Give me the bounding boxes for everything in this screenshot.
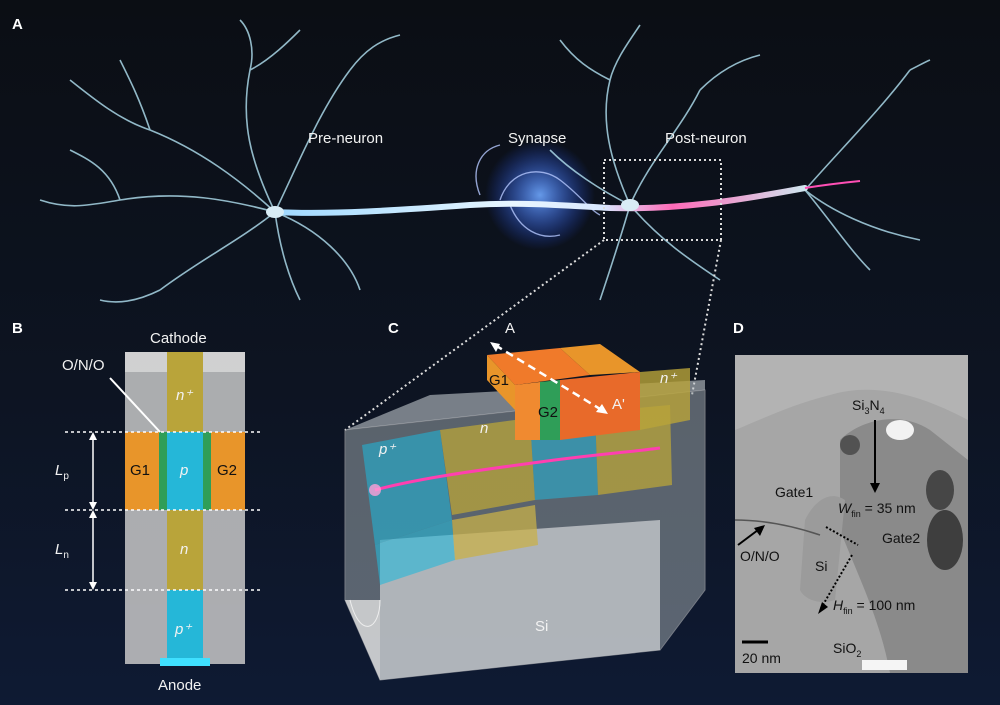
ln-sub: n bbox=[63, 550, 69, 561]
wfin-sub: fin bbox=[851, 508, 861, 519]
label-gate1: Gate1 bbox=[775, 484, 814, 500]
ln-main: L bbox=[55, 541, 64, 558]
label-a: A bbox=[505, 320, 516, 337]
label-wfin: Wfin = 35 nm bbox=[838, 500, 916, 519]
si3n4-d: 4 bbox=[879, 405, 885, 416]
label-g2-c: G2 bbox=[538, 404, 559, 421]
label-pre-neuron: Pre-neuron bbox=[308, 130, 384, 147]
label-ln: Ln bbox=[55, 541, 69, 561]
label-lp: Lp bbox=[55, 462, 69, 482]
label-hfin: Hfin = 100 nm bbox=[833, 597, 915, 616]
label-ono-b: O/N/O bbox=[62, 357, 105, 374]
label-n-plus-c: n⁺ bbox=[660, 370, 677, 387]
label-sio2: SiO2 bbox=[833, 640, 861, 659]
panel-c-letter: C bbox=[388, 320, 399, 337]
label-gate2: Gate2 bbox=[882, 530, 921, 546]
zoom-line-right bbox=[691, 239, 722, 396]
synapse-glow bbox=[485, 140, 595, 250]
axon-terminal-signal bbox=[804, 180, 861, 189]
label-n-b: n bbox=[180, 541, 189, 558]
lp-sub: p bbox=[63, 471, 69, 482]
post-neuron-soma bbox=[621, 199, 639, 211]
panel-c-device bbox=[344, 342, 706, 681]
panel-b-letter: B bbox=[12, 320, 23, 337]
wfin-main: W bbox=[838, 500, 852, 516]
wfin-value: = 35 nm bbox=[860, 500, 916, 516]
sio2-b: 2 bbox=[856, 648, 862, 659]
panel-b-device bbox=[65, 352, 262, 666]
label-si-c: Si bbox=[535, 618, 549, 635]
pre-neuron-soma bbox=[266, 206, 284, 218]
si3n4-c: N bbox=[869, 397, 880, 413]
label-cathode: Cathode bbox=[150, 330, 207, 347]
zoom-line-left bbox=[344, 239, 605, 431]
label-n-plus-b: n⁺ bbox=[176, 387, 193, 404]
label-p-plus-b: p⁺ bbox=[175, 621, 192, 638]
label-p-b: p bbox=[180, 462, 189, 479]
label-post-neuron: Post-neuron bbox=[665, 130, 747, 147]
label-ono-d: O/N/O bbox=[740, 548, 780, 564]
panel-d-tem bbox=[734, 355, 968, 673]
si3n4-a: Si bbox=[852, 397, 865, 413]
label-a-prime: A' bbox=[612, 396, 625, 413]
sio2-a: SiO bbox=[833, 640, 857, 656]
hfin-value: = 100 nm bbox=[852, 597, 916, 613]
lp-main: L bbox=[55, 462, 64, 479]
hfin-sub: fin bbox=[843, 605, 853, 616]
panel-d-letter: D bbox=[733, 320, 744, 337]
pre-neuron-dendrites bbox=[39, 19, 401, 303]
si3n4-b: 3 bbox=[864, 405, 870, 416]
label-g1-b: G1 bbox=[130, 462, 151, 479]
label-p-plus-c: p⁺ bbox=[379, 441, 396, 458]
zoom-box bbox=[603, 159, 722, 241]
post-neuron-dendrites bbox=[549, 24, 931, 301]
hfin-main: H bbox=[833, 597, 844, 613]
label-g2-b: G2 bbox=[217, 462, 238, 479]
label-si3n4: Si3N4 bbox=[852, 397, 885, 416]
axon bbox=[272, 185, 808, 216]
label-g1-c: G1 bbox=[489, 372, 510, 389]
scale-bar-label: 20 nm bbox=[742, 650, 781, 666]
label-si-d: Si bbox=[815, 558, 828, 574]
label-synapse: Synapse bbox=[508, 130, 567, 147]
label-n-c: n bbox=[480, 420, 489, 437]
panel-a-letter: A bbox=[12, 16, 23, 33]
label-anode: Anode bbox=[158, 677, 202, 694]
